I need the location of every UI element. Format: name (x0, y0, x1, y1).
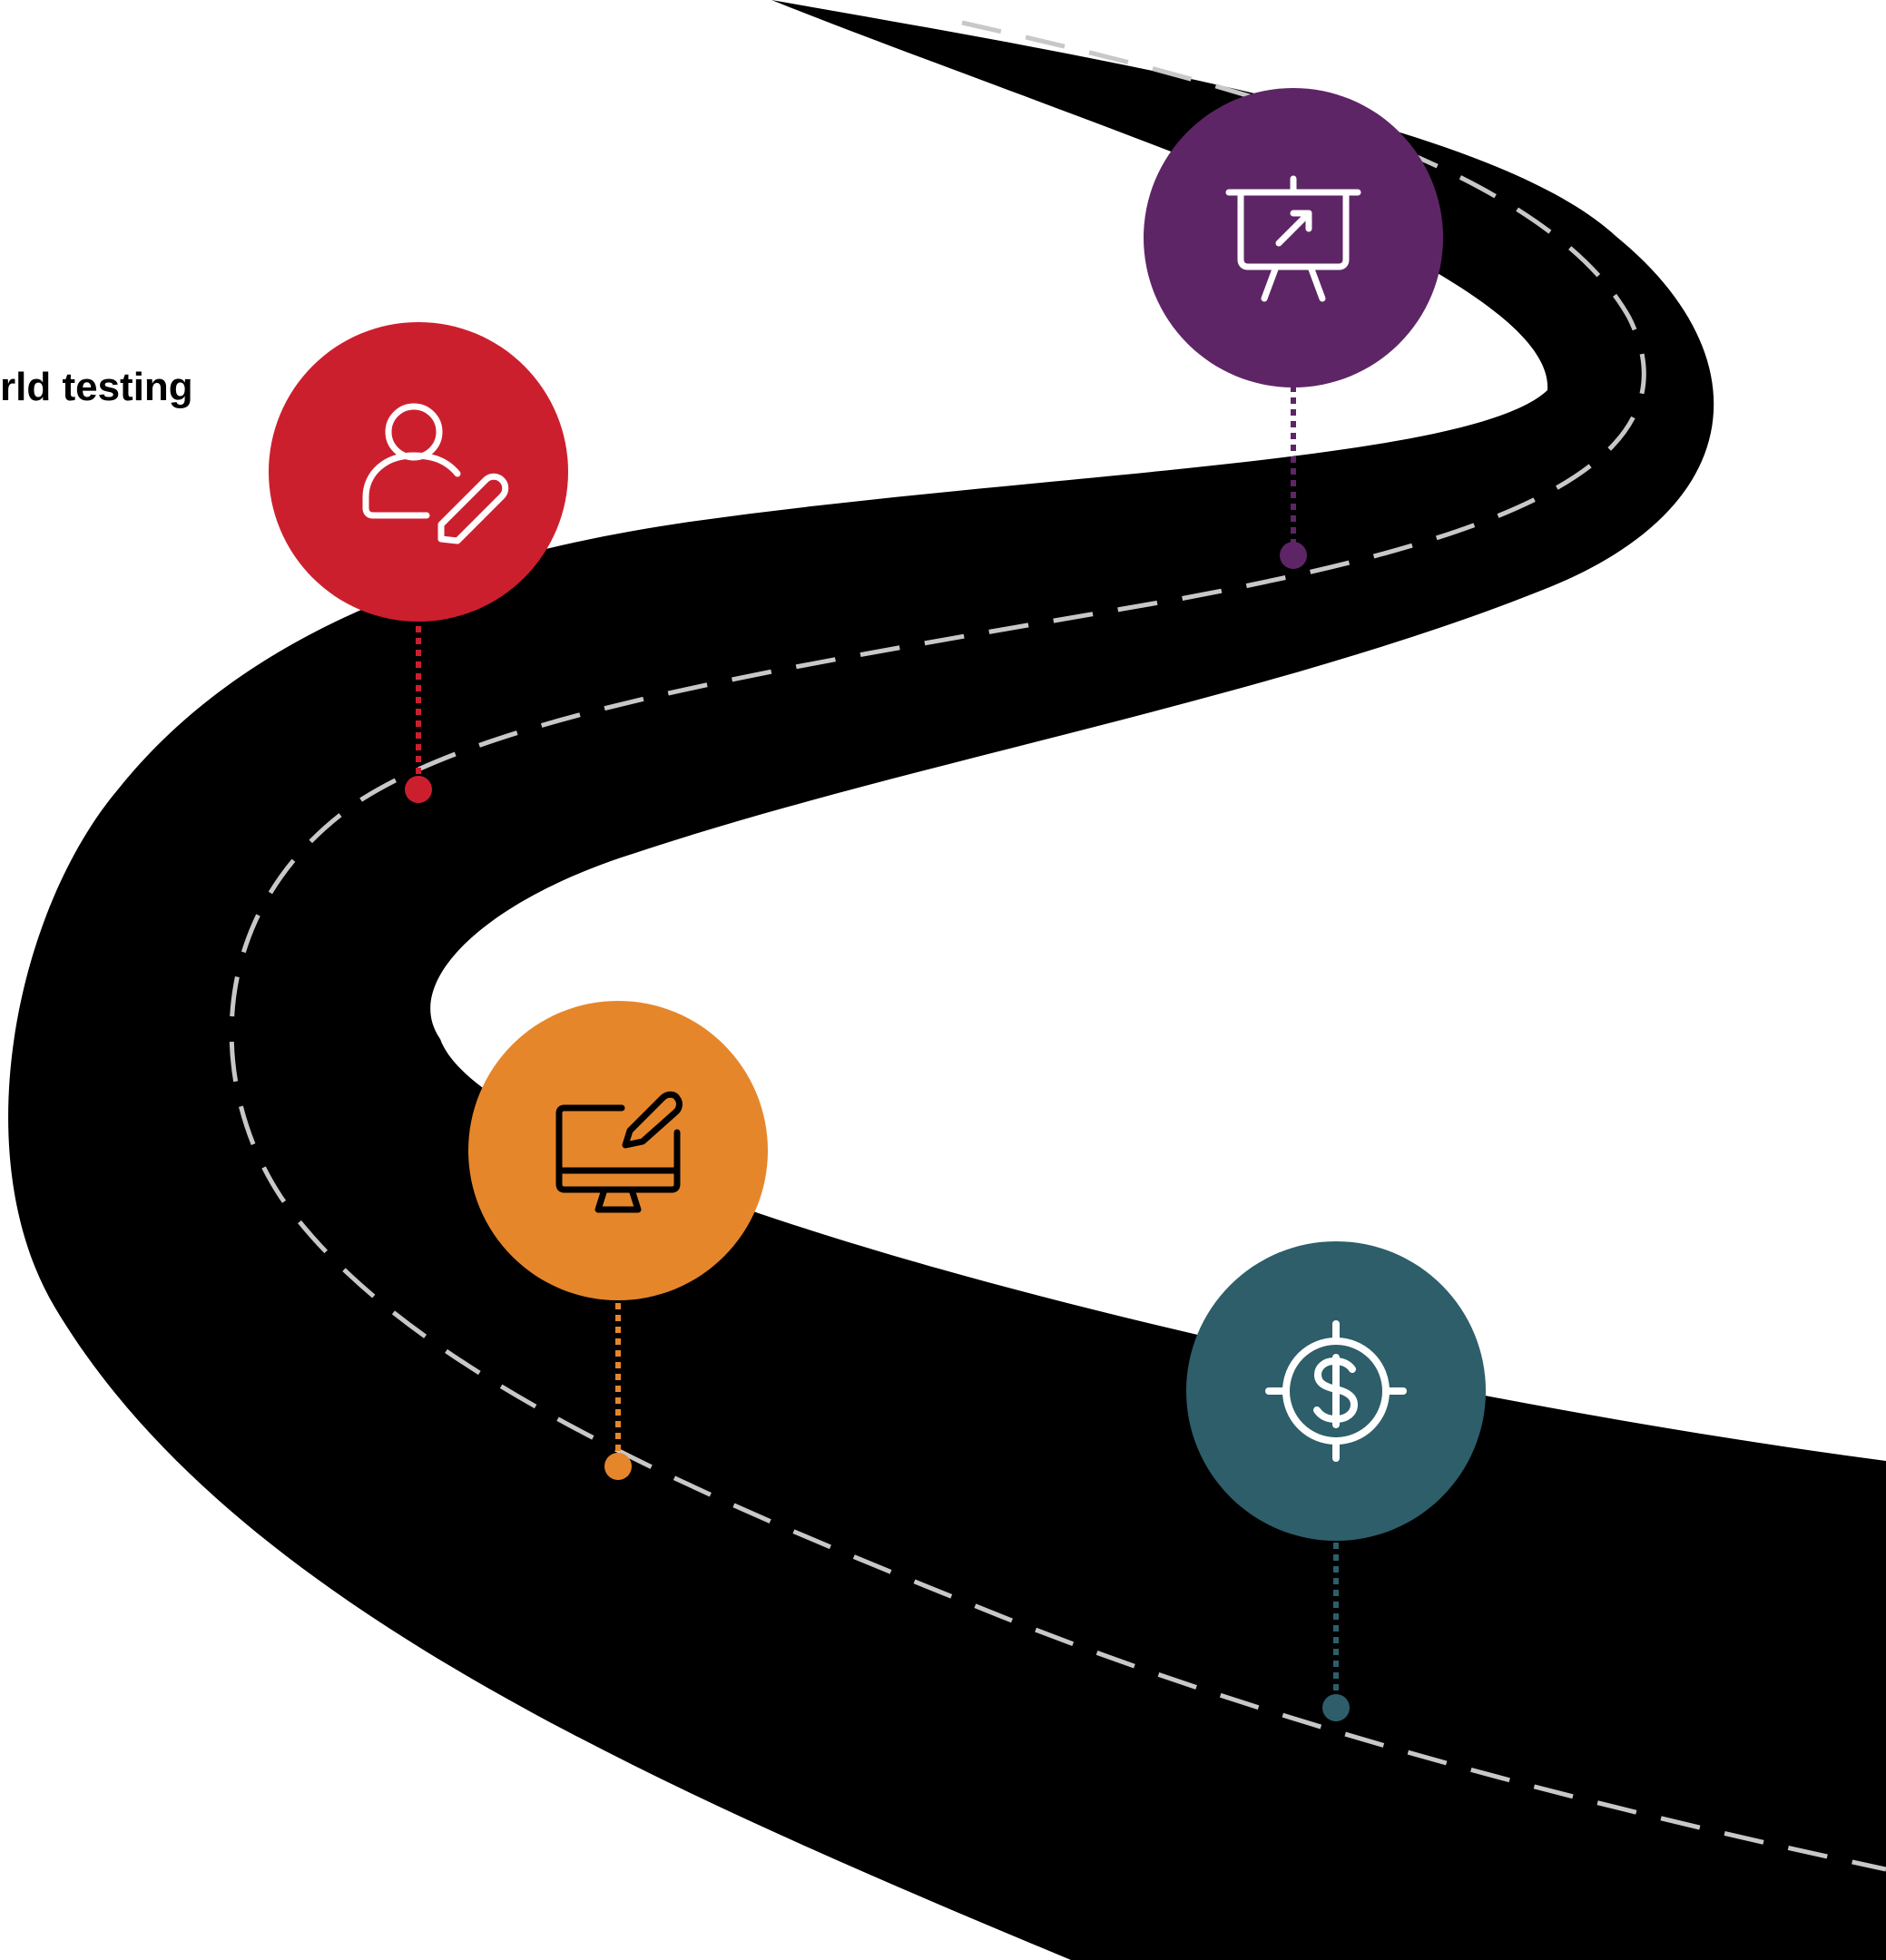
marker-circle (1144, 88, 1443, 387)
waypoint-dot (604, 1453, 632, 1480)
milestone-dollar-target (1186, 1241, 1486, 1721)
waypoint-dot (1322, 1694, 1350, 1721)
milestone-monitor-edit (468, 1001, 768, 1480)
partial-label-text: rld testing (0, 365, 193, 409)
milestone-presentation (1144, 88, 1443, 569)
road (8, 0, 1886, 1960)
milestone-user-edit (269, 322, 568, 803)
monitor-edit-icon (555, 1091, 683, 1213)
road-surface (8, 0, 1886, 1960)
marker-circle (468, 1001, 768, 1300)
waypoint-dot (405, 776, 432, 803)
lane-marking (229, 20, 1886, 1872)
dollar-target-icon (1265, 1320, 1407, 1462)
marker-circle (269, 322, 568, 622)
user-edit-icon (362, 403, 509, 544)
waypoint-dot (1280, 542, 1307, 569)
presentation-board-icon (1225, 175, 1361, 302)
